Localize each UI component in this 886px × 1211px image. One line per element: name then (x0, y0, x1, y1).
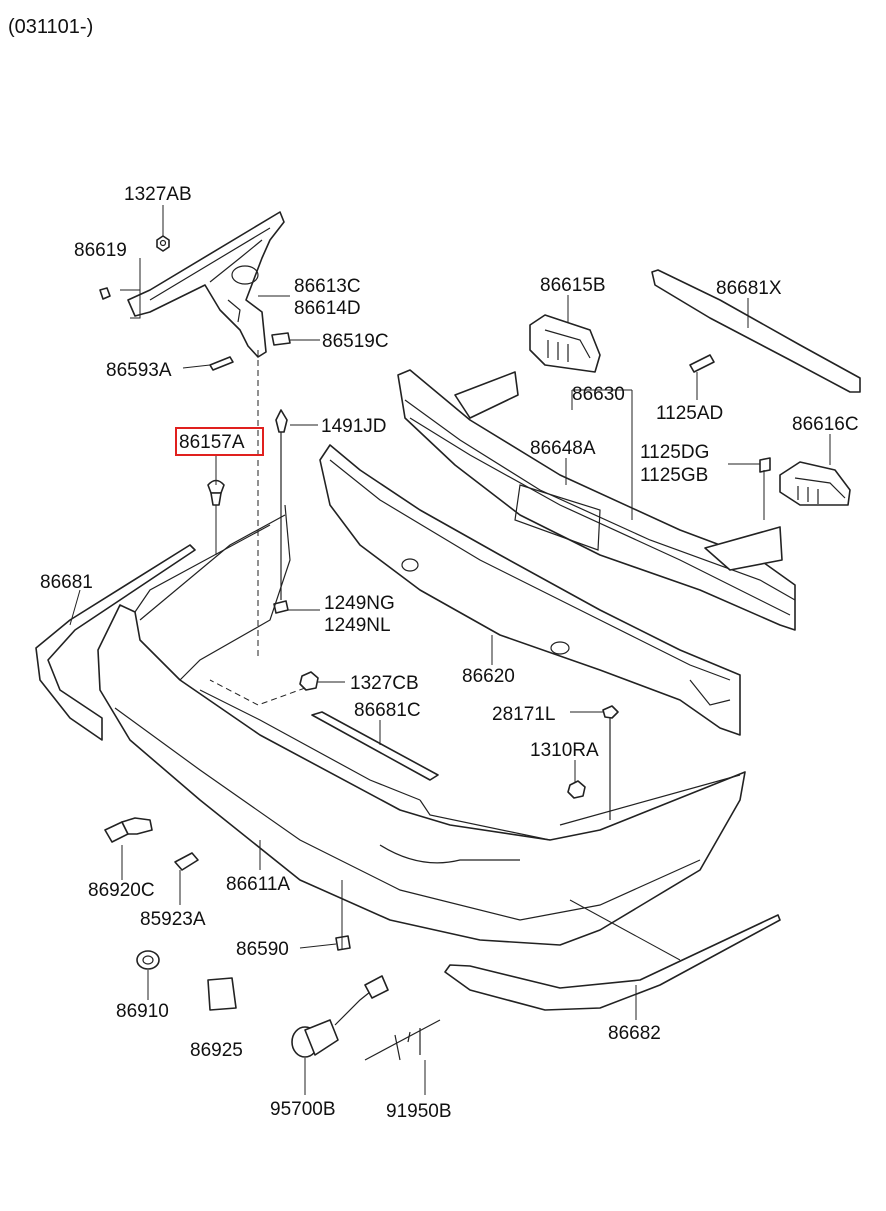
label-86620: 86620 (462, 666, 515, 687)
bolt-1125ad-drawing (689, 354, 715, 373)
label-86681x: 86681X (716, 278, 782, 299)
label-86614d: 86614D (294, 298, 361, 319)
grommet-86910-drawing (136, 950, 160, 970)
header-code: (031101-) (8, 16, 93, 38)
sensor-95700b-drawing (291, 975, 389, 1058)
clip-86590-drawing (335, 935, 351, 951)
label-1249nl: 1249NL (324, 615, 391, 636)
label-86619: 86619 (74, 240, 127, 261)
bolt-1125dg-drawing (759, 457, 771, 473)
bumper-cover-drawing (97, 504, 746, 946)
label-86681: 86681 (40, 572, 93, 593)
label-1327cb: 1327CB (350, 673, 419, 694)
label-95700b: 95700B (270, 1099, 336, 1120)
screw-28171l-drawing (602, 705, 619, 820)
label-86593a: 86593A (106, 360, 172, 381)
label-86616c: 86616C (792, 414, 859, 435)
strip-86681c-drawing (311, 711, 439, 781)
strip-86681-drawing (35, 544, 196, 741)
label-86910: 86910 (116, 1001, 169, 1022)
label-86920c: 86920C (88, 880, 155, 901)
clip-86920c-drawing (104, 817, 153, 843)
nut-1327cb-drawing (299, 671, 319, 691)
label-86681c: 86681C (354, 700, 421, 721)
label-1491jd: 1491JD (321, 416, 387, 437)
label-86682: 86682 (608, 1023, 661, 1044)
label-86519c: 86519C (322, 331, 389, 352)
label-86615b: 86615B (540, 275, 606, 296)
strip-86682-drawing (444, 914, 781, 1011)
label-1310ra: 1310RA (530, 740, 599, 761)
label-1125gb: 1125GB (640, 465, 708, 486)
label-1327ab: 1327AB (124, 184, 192, 205)
highlight-box (175, 427, 264, 456)
mounting-bracket-drawing (127, 211, 285, 358)
label-86613c: 86613C (294, 276, 361, 297)
label-1249ng: 1249NG (324, 593, 395, 614)
label-86590: 86590 (236, 939, 289, 960)
label-86611a: 86611A (226, 874, 290, 895)
pad-86519c-drawing (271, 332, 291, 346)
label-85923a: 85923A (140, 909, 206, 930)
leader-lines (69, 205, 831, 1095)
bar-86681x-drawing (651, 269, 861, 393)
screw-1491jd-drawing (275, 409, 288, 600)
label-91950b: 91950B (386, 1101, 452, 1122)
bracket-86616c-drawing (779, 461, 851, 506)
label-86925: 86925 (190, 1040, 243, 1061)
label-86648a: 86648A (530, 438, 596, 459)
nut-1310ra-drawing (567, 780, 586, 799)
label-1125dg: 1125DG (640, 442, 709, 463)
clip-85923a-drawing (174, 852, 199, 871)
label-86630: 86630 (572, 384, 625, 405)
bracket-86615b-drawing (529, 314, 601, 373)
pad-86925-drawing (207, 977, 237, 1011)
clip-86619-drawing (99, 287, 111, 300)
energy-absorber-drawing (319, 444, 741, 736)
label-28171l: 28171L (492, 704, 555, 725)
label-86157a[interactable]: 86157A (179, 432, 245, 453)
clip-86593a-drawing (209, 356, 234, 371)
clip-86157a-drawing (207, 479, 225, 506)
nut-1327ab-drawing (156, 235, 170, 252)
label-1125ad: 1125AD (656, 403, 723, 424)
wiring-91950b-drawing (364, 1019, 441, 1061)
reinforcement-beam-drawing (397, 369, 796, 631)
